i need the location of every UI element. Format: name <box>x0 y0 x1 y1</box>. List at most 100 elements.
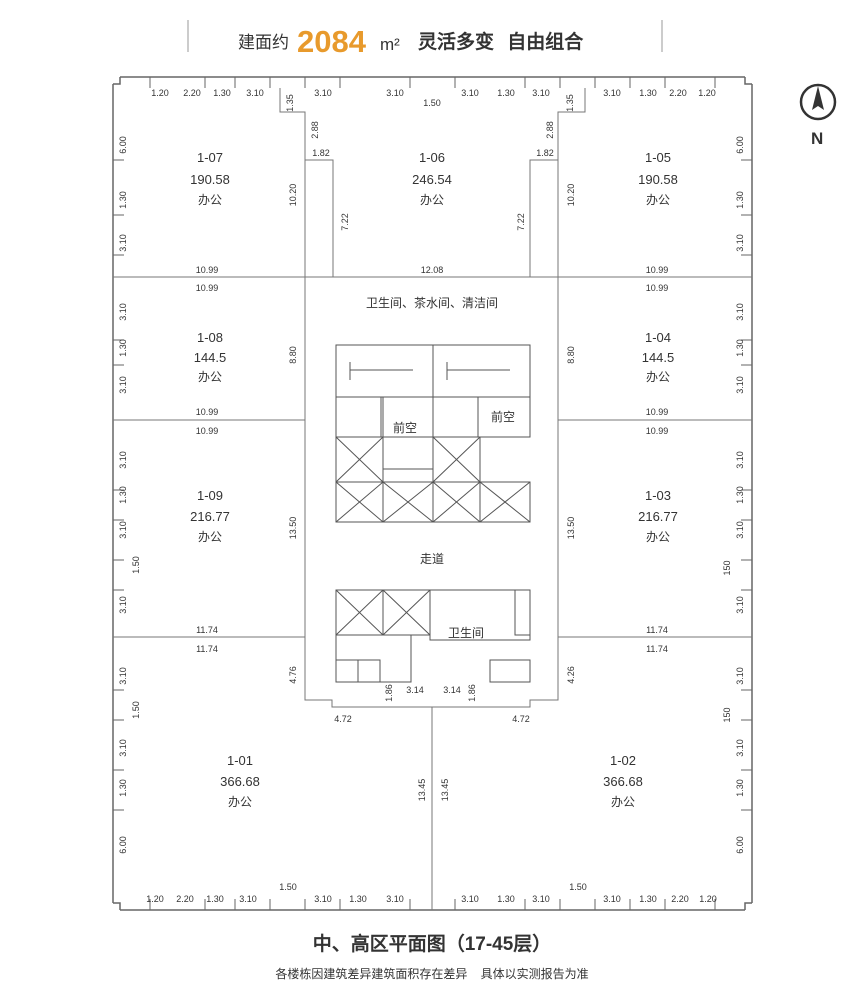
svg-text:2.88: 2.88 <box>545 121 555 139</box>
unit-area: 190.58 <box>190 172 230 187</box>
unit-use: 办公 <box>198 369 222 384</box>
unit-1-01: 1-01 366.68 办公 <box>220 753 260 809</box>
svg-text:13.50: 13.50 <box>288 517 298 540</box>
header-area-number: 2084 <box>297 24 367 59</box>
svg-text:1.30: 1.30 <box>639 88 657 98</box>
svg-text:10.99: 10.99 <box>196 283 219 293</box>
unit-id: 1-01 <box>227 753 253 768</box>
unit-id: 1-04 <box>645 330 671 345</box>
svg-text:2.20: 2.20 <box>671 894 689 904</box>
svg-text:11.74: 11.74 <box>646 625 668 635</box>
svg-text:3.10: 3.10 <box>314 88 332 98</box>
svg-text:1.86: 1.86 <box>384 684 394 702</box>
svg-text:1.30: 1.30 <box>206 894 224 904</box>
service-rooms-label: 卫生间、茶水间、清洁间 <box>366 295 498 310</box>
svg-text:1.30: 1.30 <box>639 894 657 904</box>
top-dimensions: 1.20 2.20 1.30 3.10 1.35 3.10 3.10 1.50 … <box>151 88 716 112</box>
unit-area: 144.5 <box>194 350 227 365</box>
core-structure <box>335 344 531 683</box>
svg-text:2.88: 2.88 <box>310 121 320 139</box>
svg-text:13.45: 13.45 <box>417 779 427 802</box>
svg-text:3.14: 3.14 <box>406 685 424 695</box>
svg-text:1.20: 1.20 <box>698 88 716 98</box>
svg-text:1.35: 1.35 <box>565 94 575 112</box>
svg-text:3.10: 3.10 <box>118 667 128 685</box>
svg-text:7.22: 7.22 <box>516 213 526 231</box>
svg-text:10.99: 10.99 <box>196 426 219 436</box>
svg-text:3.10: 3.10 <box>118 521 128 539</box>
unit-id: 1-06 <box>419 150 445 165</box>
svg-text:1.82: 1.82 <box>536 148 554 158</box>
svg-text:1.30: 1.30 <box>497 894 515 904</box>
unit-use: 办公 <box>611 794 635 809</box>
corridor-label: 走道 <box>420 552 444 566</box>
unit-use: 办公 <box>228 794 252 809</box>
svg-text:3.10: 3.10 <box>603 88 621 98</box>
svg-text:10.20: 10.20 <box>566 184 576 207</box>
svg-text:11.74: 11.74 <box>196 644 218 654</box>
unit-area: 216.77 <box>638 509 678 524</box>
right-dimensions: 6.00 1.30 3.10 3.10 1.30 3.10 3.10 1.30 … <box>722 136 745 854</box>
svg-text:4.72: 4.72 <box>512 714 530 724</box>
svg-text:3.10: 3.10 <box>532 894 550 904</box>
unit-id: 1-08 <box>197 330 223 345</box>
plan-title: 中、高区平面图（17-45层） <box>313 932 552 955</box>
svg-text:13.50: 13.50 <box>566 517 576 540</box>
unit-area: 246.54 <box>412 172 452 187</box>
svg-text:3.10: 3.10 <box>532 88 550 98</box>
svg-text:3.10: 3.10 <box>735 596 745 614</box>
unit-id: 1-03 <box>645 488 671 503</box>
svg-text:1.50: 1.50 <box>569 882 587 892</box>
unit-1-07: 1-07 190.58 办公 <box>190 150 230 207</box>
svg-text:6.00: 6.00 <box>118 836 128 854</box>
svg-text:6.00: 6.00 <box>735 136 745 154</box>
north-compass-icon: N <box>799 83 837 148</box>
svg-text:1.82: 1.82 <box>312 148 330 158</box>
left-dimensions: 6.00 1.30 3.10 3.10 1.30 3.10 3.10 1.30 … <box>118 136 141 854</box>
svg-text:1.30: 1.30 <box>118 486 128 504</box>
unit-1-08: 1-08 144.5 办公 <box>194 330 227 384</box>
svg-text:3.10: 3.10 <box>735 234 745 252</box>
inner-dimensions: 2.88 1.82 7.22 10.20 2.88 1.82 7.22 10.2… <box>288 121 576 801</box>
svg-text:1.30: 1.30 <box>118 779 128 797</box>
width-dimensions: 10.99 10.99 12.08 10.99 10.99 10.99 10.9… <box>196 265 669 654</box>
svg-text:3.10: 3.10 <box>735 451 745 469</box>
unit-1-09: 1-09 216.77 办公 <box>190 488 230 544</box>
bottom-dimensions: 1.20 2.20 1.30 3.10 1.50 3.10 1.30 3.10 … <box>146 882 717 904</box>
unit-id: 1-09 <box>197 488 223 503</box>
svg-text:3.14: 3.14 <box>443 685 461 695</box>
partition-walls <box>113 88 752 910</box>
svg-text:3.10: 3.10 <box>246 88 264 98</box>
svg-text:1.50: 1.50 <box>423 98 441 108</box>
svg-text:11.74: 11.74 <box>646 644 668 654</box>
svg-text:1.30: 1.30 <box>735 779 745 797</box>
svg-text:3.10: 3.10 <box>461 894 479 904</box>
svg-text:1.20: 1.20 <box>146 894 164 904</box>
svg-text:8.80: 8.80 <box>288 346 298 364</box>
svg-text:10.99: 10.99 <box>196 265 219 275</box>
svg-text:10.99: 10.99 <box>646 426 669 436</box>
unit-1-02: 1-02 366.68 办公 <box>603 753 643 809</box>
unit-id: 1-07 <box>197 150 223 165</box>
unit-area: 216.77 <box>190 509 230 524</box>
unit-area: 190.58 <box>638 172 678 187</box>
svg-text:11.74: 11.74 <box>196 625 218 635</box>
atrium-right-label: 前空 <box>491 409 515 424</box>
svg-text:7.22: 7.22 <box>340 213 350 231</box>
plan-note: 各楼栋因建筑差异建筑面积存在差异 具体以实测报告为准 <box>275 966 588 981</box>
svg-text:150: 150 <box>722 707 732 722</box>
svg-text:1.50: 1.50 <box>131 556 141 574</box>
svg-text:10.99: 10.99 <box>646 283 669 293</box>
unit-use: 办公 <box>198 529 222 544</box>
svg-text:1.50: 1.50 <box>131 701 141 719</box>
unit-use: 办公 <box>646 192 670 207</box>
svg-text:3.10: 3.10 <box>386 894 404 904</box>
unit-use: 办公 <box>420 192 444 207</box>
unit-id: 1-02 <box>610 753 636 768</box>
svg-text:1.30: 1.30 <box>118 339 128 357</box>
svg-text:3.10: 3.10 <box>735 521 745 539</box>
svg-text:1.86: 1.86 <box>467 684 477 702</box>
facade-ticks <box>113 77 752 910</box>
svg-text:4.76: 4.76 <box>288 666 298 684</box>
svg-text:2.20: 2.20 <box>176 894 194 904</box>
